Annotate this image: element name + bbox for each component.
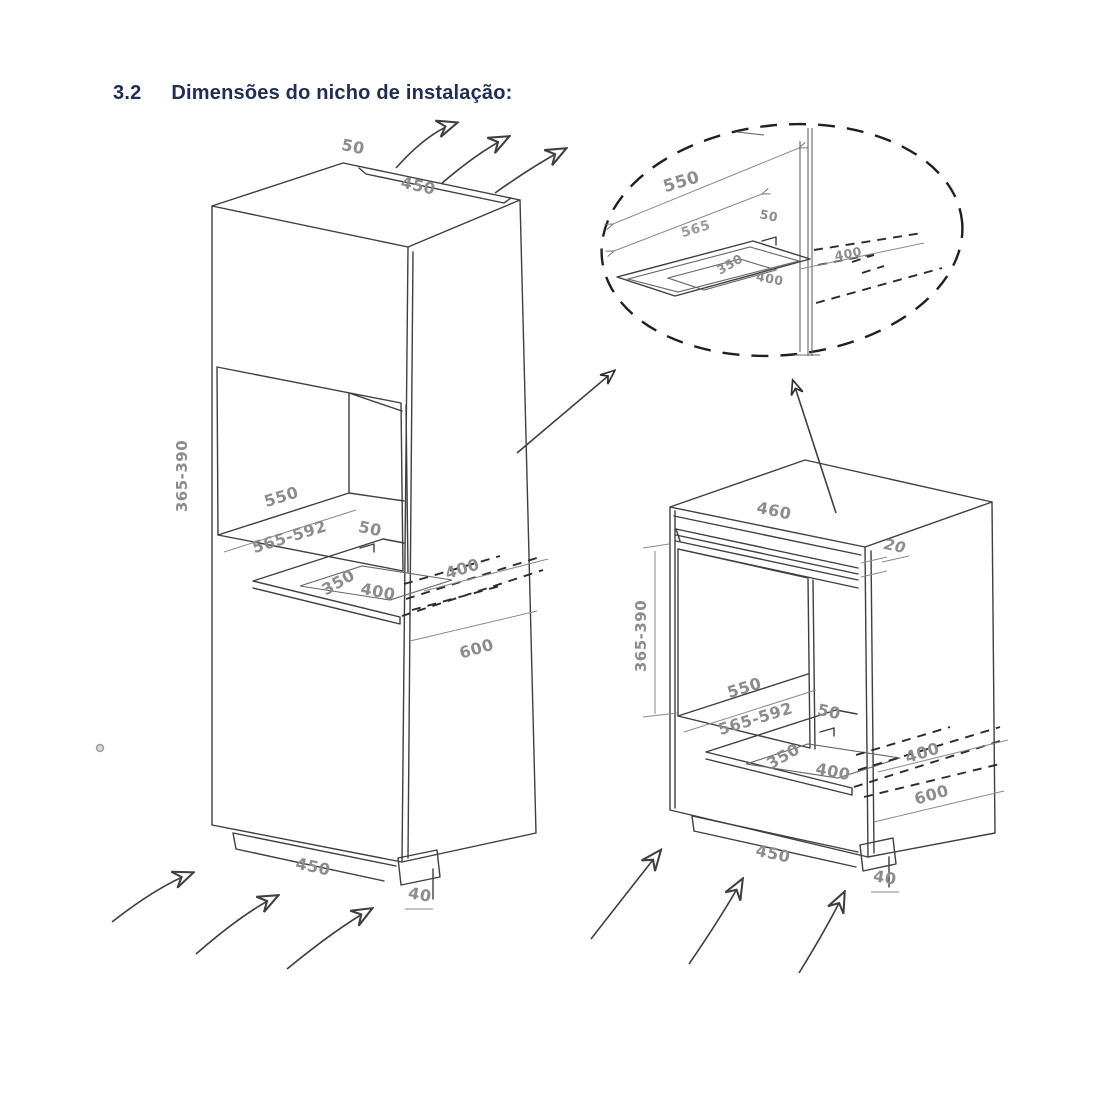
tall-top-vent-gap-label: 50	[340, 135, 367, 158]
base-niche-opening	[677, 548, 816, 750]
section-heading: 3.2 Dimensões do nicho de instalação:	[113, 82, 513, 105]
stray-print-mark	[95, 743, 105, 753]
airflow-out-arrow-2	[440, 137, 508, 185]
detail-min-depth-label: 565	[679, 217, 712, 241]
base-cabinet-drawing: 460 20 365-390 550 565-592 50 350 400 40…	[632, 459, 1009, 893]
tall-depth600-line	[409, 610, 538, 642]
detail-inner-rect	[666, 258, 778, 291]
base-rear-projection-label: 400	[903, 739, 942, 767]
tall-niche-opening	[216, 366, 409, 573]
base-bottom-vent-length-label: 450	[754, 841, 792, 867]
base-top-vent-band	[673, 515, 862, 589]
base-top-vent-length-label: 460	[755, 498, 793, 524]
tall-rear-gap-step	[359, 543, 375, 553]
tall-projection-dim-line	[423, 558, 549, 592]
detail-rear-projection-label: 400	[833, 244, 863, 264]
base-vent20-ticks	[860, 555, 910, 578]
base-height-dim-line	[642, 543, 678, 718]
tall-foot	[397, 849, 441, 900]
base-front-face	[669, 506, 875, 858]
detail-rear-clearance-label: 50	[758, 206, 779, 224]
section-title: Dimensões do nicho de instalação:	[171, 82, 513, 104]
base-niche-depth-label: 550	[725, 674, 764, 702]
tall-top-vent-length-label: 450	[399, 172, 437, 198]
airflow-arrows	[111, 123, 844, 974]
tall-cabinet-drawing: 50 450 365-390 550 565-592 50 350 400 40…	[173, 135, 549, 910]
airflow-in-arrow-tall-3	[286, 909, 371, 970]
tall-rear-clearance-label: 50	[357, 517, 384, 540]
base-niche-floor-edge	[677, 673, 809, 717]
detail-rear-gap-step	[761, 236, 777, 246]
tall-platform-inner-rect	[299, 565, 453, 601]
base-oven-platform	[705, 709, 858, 796]
tall-top-vent-slot	[358, 167, 512, 204]
airflow-in-arrow-base-1	[590, 851, 660, 940]
tall-oven-platform	[252, 538, 405, 625]
airflow-in-arrow-tall-2	[195, 896, 277, 955]
base-depth-dim-line	[683, 689, 817, 733]
tall-niche-interior	[217, 392, 405, 536]
base-projection-dim-line	[877, 739, 1009, 773]
base-depth-range-label: 565-592	[716, 698, 795, 739]
tall-niche-depth-label: 550	[262, 483, 301, 511]
tall-top-face	[211, 162, 521, 248]
section-number: 3.2	[113, 82, 142, 104]
detail-400-dim-line	[799, 242, 925, 270]
tall-rear-projection-label: 400	[443, 555, 482, 583]
base-depth600-line	[873, 790, 1005, 823]
tall-bottom-vent-height-label: 40	[407, 883, 433, 906]
base-bottom-vent-height-label: 40	[872, 866, 898, 889]
detail-floor-outer	[616, 240, 811, 297]
tall-right-face	[401, 199, 537, 863]
base-niche-height-label: 365-390	[632, 600, 650, 672]
base-cabinet-depth-label: 600	[912, 781, 951, 809]
airflow-in-arrow-base-3	[798, 893, 844, 974]
base-plinth	[691, 815, 859, 868]
tall-plinth	[232, 832, 397, 882]
airflow-in-arrow-base-2	[688, 880, 742, 965]
detail-zoom-view: 550 565 50 350 400 400	[600, 122, 964, 358]
tall-depth-range-label: 565-592	[250, 516, 329, 557]
detail-niche-depth-label: 550	[661, 167, 702, 197]
detail-side-panel	[799, 128, 813, 356]
base-right-face	[867, 501, 996, 858]
tall-base-depth-label: 400	[359, 579, 397, 604]
detail-callout-arrows	[516, 371, 837, 514]
airflow-in-arrow-tall-1	[111, 873, 192, 923]
tall-bottom-vent-length-label: 450	[294, 854, 332, 880]
tall-cabinet-depth-label: 600	[457, 635, 496, 663]
airflow-out-arrow-1	[395, 123, 456, 169]
detail-base-depth-label: 400	[755, 269, 785, 289]
tall-front-face	[211, 205, 414, 863]
airflow-out-arrow-3	[494, 149, 565, 194]
detail-ellipse-border	[600, 122, 964, 358]
detail-floor-rim	[625, 246, 802, 293]
tall-depth-dim-line	[223, 509, 357, 553]
base-foot	[859, 837, 897, 888]
detail-565-dim-line	[614, 194, 762, 251]
base-top-vent-gap-label: 20	[882, 535, 907, 557]
callout-arrow-from-tall	[516, 371, 614, 454]
base-rear-gap-step	[819, 727, 835, 737]
base-platform-inner-rect	[745, 743, 901, 779]
base-top-face	[669, 459, 993, 548]
callout-arrow-from-base	[793, 381, 837, 514]
detail-hidden-dashes	[813, 232, 943, 304]
tall-niche-height-label: 365-390	[173, 440, 191, 512]
base-rear-clearance-label: 50	[816, 700, 843, 723]
detail-panel-ticks	[736, 131, 820, 356]
